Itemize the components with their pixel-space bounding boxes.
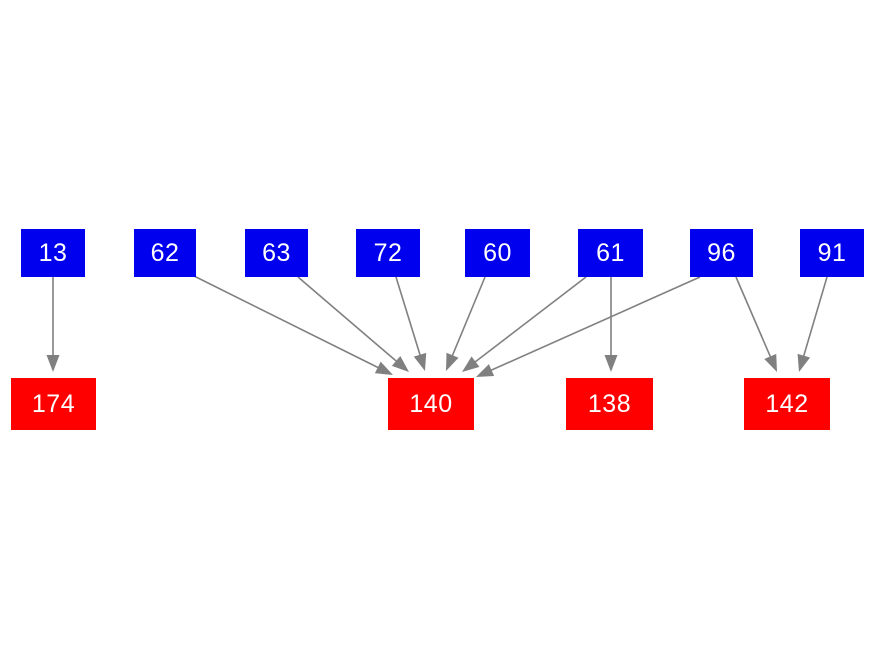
target-node-n174[interactable]: 174: [11, 378, 96, 430]
source-node-n91[interactable]: 91: [800, 229, 864, 277]
edge-63-to-140: [297, 276, 409, 372]
edge-line: [191, 274, 381, 370]
source-node-n13[interactable]: 13: [21, 229, 85, 277]
node-label: 96: [707, 238, 736, 267]
edge-60-to-140: [446, 276, 486, 371]
edge-arrowhead: [797, 353, 811, 372]
edge-arrowhead: [604, 355, 618, 372]
node-label: 61: [596, 238, 625, 267]
edge-arrowhead: [764, 353, 777, 372]
node-label: 72: [373, 238, 403, 267]
source-node-n60[interactable]: 60: [465, 229, 530, 277]
edge-96-to-142: [735, 276, 777, 372]
edge-13-to-174: [46, 277, 60, 372]
node-label: 62: [150, 238, 180, 267]
target-node-n142[interactable]: 142: [744, 378, 830, 430]
node-label: 63: [262, 238, 291, 267]
node-label: 140: [409, 389, 453, 418]
edge-62-to-140: [191, 274, 393, 375]
edge-line: [488, 276, 701, 373]
edge-61-to-138: [604, 277, 618, 372]
edge-line: [395, 276, 422, 358]
edge-72-to-140: [395, 276, 427, 371]
source-node-n96[interactable]: 96: [690, 229, 753, 277]
node-label: 13: [38, 238, 68, 267]
edge-arrowhead: [374, 361, 393, 375]
edge-arrowhead: [446, 352, 459, 371]
source-node-n63[interactable]: 63: [245, 229, 308, 277]
node-label: 142: [765, 389, 809, 418]
target-node-n138[interactable]: 138: [566, 378, 653, 430]
edge-line: [472, 276, 587, 365]
edge-arrowhead: [476, 364, 495, 377]
edge-61-to-140: [462, 276, 587, 372]
edge-line: [735, 276, 773, 360]
edge-arrowhead: [462, 356, 480, 372]
node-label: 138: [587, 389, 632, 418]
edge-arrowhead: [46, 355, 60, 372]
node-label: 91: [817, 238, 847, 267]
edge-line: [450, 276, 486, 359]
source-node-n72[interactable]: 72: [356, 229, 420, 277]
source-node-n61[interactable]: 61: [578, 229, 643, 277]
node-label: 60: [483, 238, 512, 267]
edge-91-to-142: [797, 276, 828, 372]
target-node-n140[interactable]: 140: [388, 378, 474, 430]
node-label: 174: [31, 389, 76, 418]
edge-96-to-140: [476, 276, 701, 377]
edge-line: [802, 276, 828, 359]
edge-arrowhead: [413, 352, 427, 371]
edge-line: [297, 276, 399, 364]
source-node-n62[interactable]: 62: [134, 229, 196, 277]
edge-arrowhead: [391, 356, 409, 372]
